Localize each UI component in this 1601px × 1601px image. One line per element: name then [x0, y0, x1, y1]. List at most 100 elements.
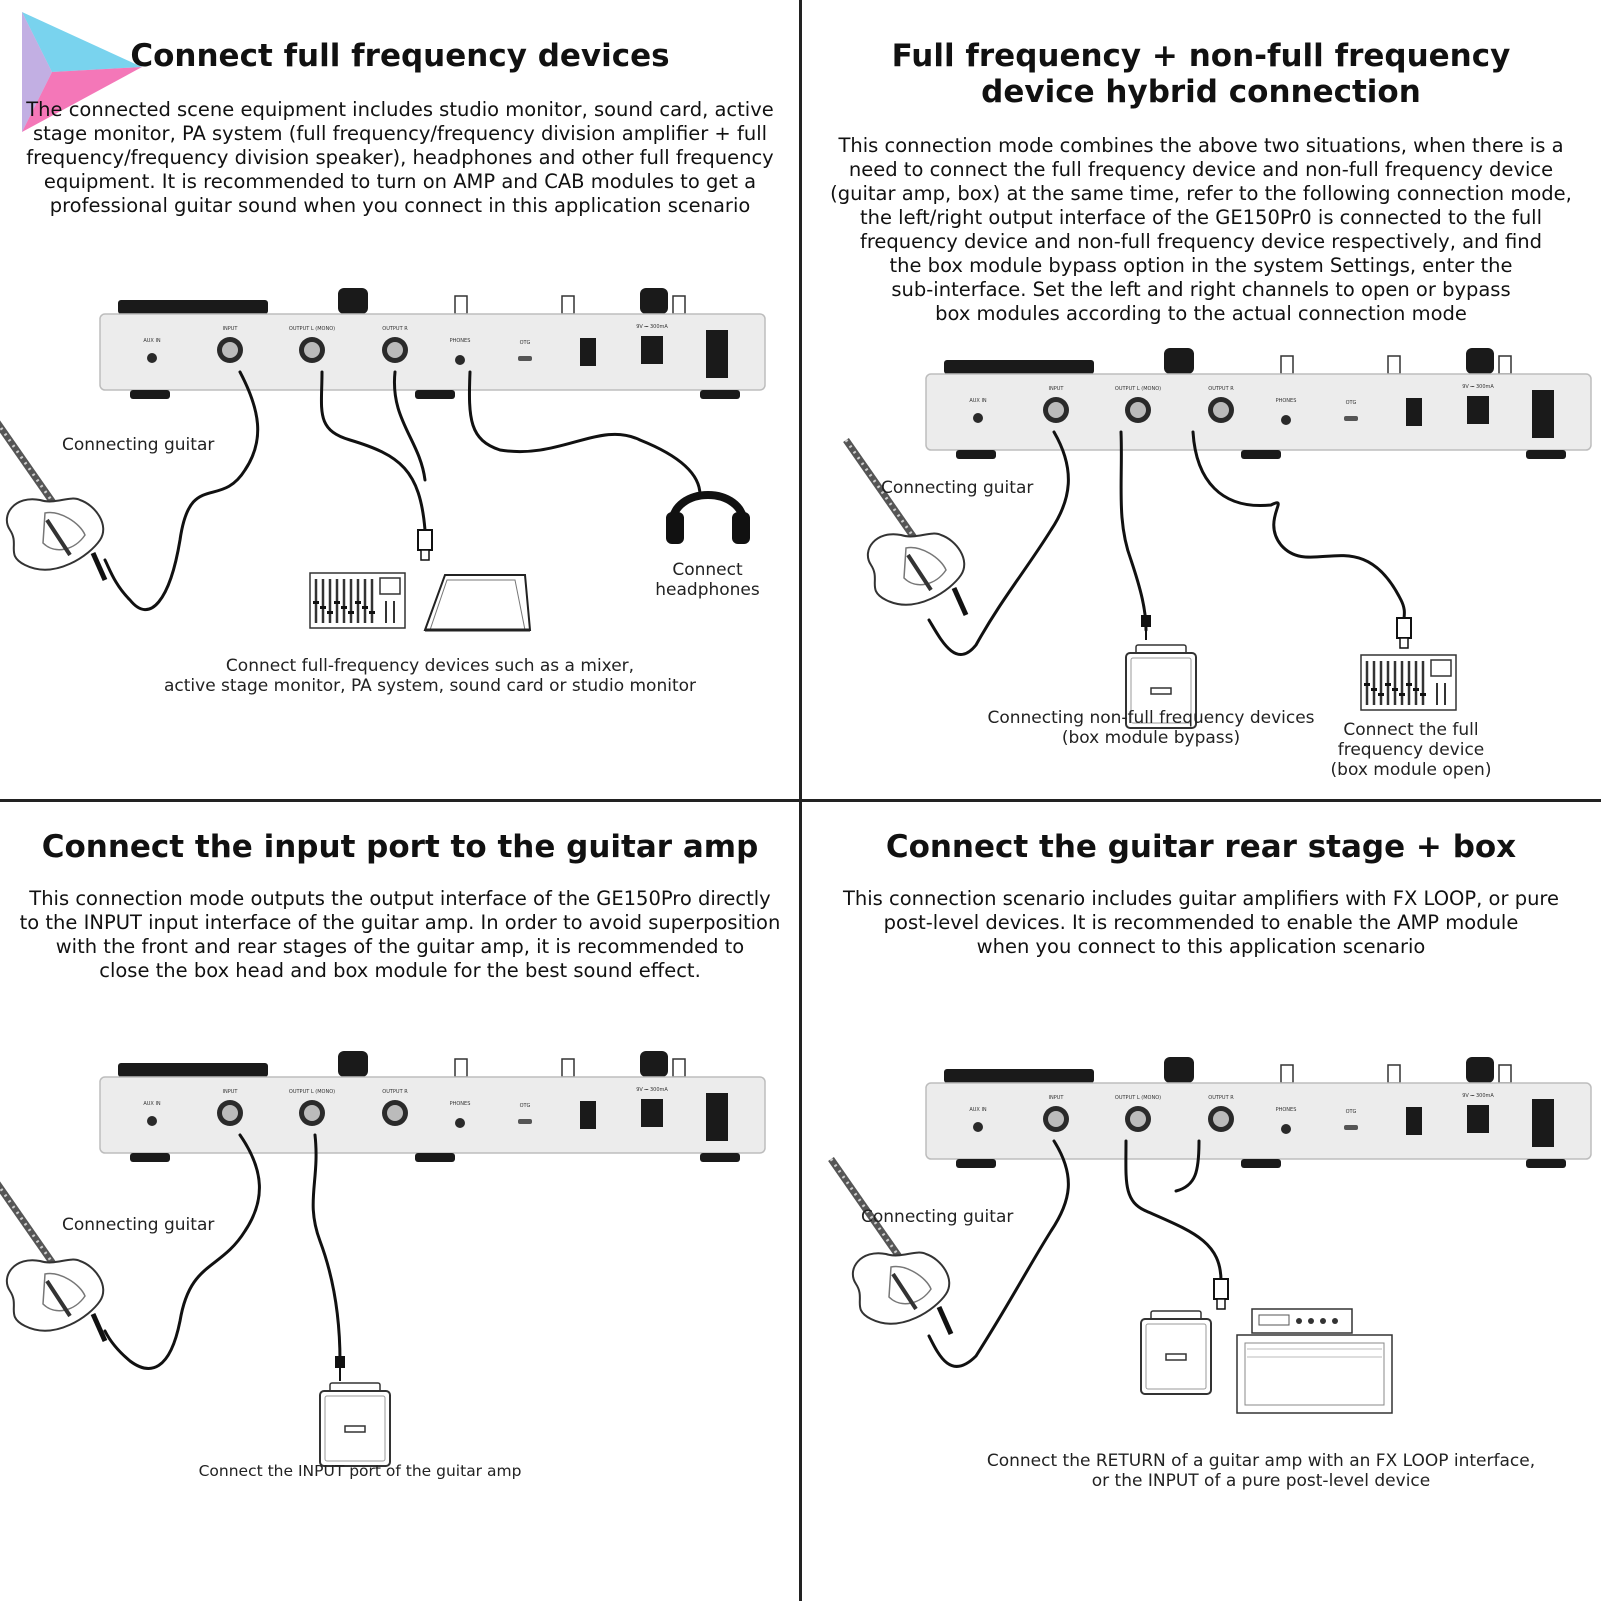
- expression-knob: [1466, 1057, 1494, 1083]
- mixer-fader: [1413, 688, 1419, 691]
- pickguard: [42, 1272, 86, 1312]
- mixer-fader: [320, 606, 326, 609]
- usb-b-port: [1532, 390, 1554, 438]
- bridge: [906, 553, 933, 592]
- toggle-switch: [1498, 355, 1512, 375]
- mixer-fader: [1385, 683, 1391, 686]
- horizontal-divider: [0, 799, 1601, 802]
- aux-in-port-label: AUX IN: [143, 1101, 161, 1107]
- caption-non-full-frequency: Connecting non-full frequency devices (b…: [987, 708, 1315, 748]
- power-switch: [1406, 398, 1422, 426]
- jack-plug-icon: [335, 1356, 345, 1381]
- mixer-icon: [309, 572, 406, 629]
- panel-full-frequency: Connect full frequency devices The conne…: [0, 0, 800, 800]
- cabinet-body: [1140, 1318, 1212, 1395]
- mixer-fader: [334, 601, 340, 604]
- aux-in-port: [973, 1122, 983, 1132]
- usb-b-port: [706, 330, 728, 378]
- power-jack-label: 9V ⎓ 300mA: [636, 324, 668, 330]
- toggle-switch: [1280, 355, 1294, 375]
- footswitch-edge: [118, 300, 268, 314]
- volume-knob: [1164, 1057, 1194, 1083]
- caption-fx-loop-return: Connect the RETURN of a guitar amp with …: [986, 1451, 1536, 1491]
- phones-port-label: PHONES: [1276, 1107, 1297, 1113]
- aux-in-port: [973, 413, 983, 423]
- rubber-foot: [130, 1153, 170, 1162]
- electric-guitar-icon: [828, 1156, 954, 1336]
- otg-port-label: OTG: [1346, 400, 1357, 406]
- power-jack-label: 9V ⎓ 300mA: [1462, 1093, 1494, 1099]
- output-r-port-ring: [387, 1105, 403, 1121]
- mixer-fader: [1420, 693, 1426, 696]
- rubber-foot: [1526, 450, 1566, 459]
- label-connecting-guitar: Connecting guitar: [62, 1215, 215, 1235]
- label-connecting-guitar: Connecting guitar: [62, 435, 215, 455]
- caption-full-frequency-devices: Connect full-frequency devices such as a…: [163, 656, 697, 696]
- label-connect-headphones: Connect headphones: [655, 560, 760, 600]
- panel-title: Connect full frequency devices: [130, 38, 670, 74]
- guitar-amp-cabinet-icon: [1140, 1310, 1212, 1395]
- panel-description: This connection mode combines the above …: [830, 134, 1572, 325]
- mixer-fader: [348, 611, 354, 614]
- rubber-foot: [956, 450, 996, 459]
- aux-in-port: [147, 1116, 157, 1126]
- otg-port: [518, 356, 532, 361]
- caption-full-frequency: Connect the full frequency device (box m…: [1330, 720, 1492, 780]
- output-r-port-label: OUTPUT R: [1208, 386, 1234, 392]
- guitar-cable: [927, 1139, 1070, 1368]
- phones-port-label: PHONES: [450, 1101, 471, 1107]
- mixer-fader: [1392, 688, 1398, 691]
- output-r-port-label: OUTPUT R: [382, 1089, 408, 1095]
- mixer-fader: [1399, 693, 1405, 696]
- stage-monitor-icon: [423, 574, 532, 632]
- xlr-plug-icon: [1396, 617, 1412, 649]
- toggle-switch: [561, 295, 575, 315]
- output-r-port-ring: [1213, 402, 1229, 418]
- expression-knob: [640, 288, 668, 314]
- rubber-foot: [956, 1159, 996, 1168]
- rubber-foot: [1526, 1159, 1566, 1168]
- mixer-fader: [313, 601, 319, 604]
- cabinet-body: [1125, 652, 1197, 729]
- output-l-port-ring: [304, 1105, 320, 1121]
- aux-in-port: [147, 353, 157, 363]
- expression-knob: [1466, 348, 1494, 374]
- label-connecting-guitar: Connecting guitar: [881, 478, 1034, 498]
- mixer-cable: [319, 370, 427, 532]
- input-port-ring: [222, 342, 238, 358]
- cabinet-logo: [1165, 1353, 1187, 1361]
- phones-port-label: PHONES: [450, 338, 471, 344]
- toggle-switch: [672, 295, 686, 315]
- toggle-switch: [1280, 1064, 1294, 1084]
- output-l-port-ring: [304, 342, 320, 358]
- rubber-foot: [415, 1153, 455, 1162]
- guitar-amp-cabinet-icon: [319, 1382, 391, 1467]
- mixer-icon: [1360, 654, 1457, 711]
- aux-in-port-label: AUX IN: [969, 1107, 987, 1113]
- guitar-frets: [844, 439, 926, 553]
- pickguard: [888, 1265, 932, 1305]
- cabinet-logo: [1150, 687, 1172, 695]
- mixer-fader: [1406, 683, 1412, 686]
- panel-description: This connection mode outputs the output …: [19, 887, 781, 982]
- mixer-fader: [327, 611, 333, 614]
- panel-hybrid-connection: Full frequency + non-full frequency devi…: [801, 0, 1601, 800]
- input-port-label: INPUT: [1049, 1095, 1065, 1101]
- cabinet-grille: [324, 1395, 386, 1462]
- output-r-port-label: OUTPUT R: [1208, 1095, 1234, 1101]
- otg-port-label: OTG: [520, 340, 531, 346]
- guitar-amp-cabinet-icon: [1125, 644, 1197, 729]
- guitar-cable: [927, 430, 1070, 656]
- usb-b-port: [706, 1093, 728, 1141]
- cabinet-body: [319, 1390, 391, 1467]
- return-cable: [1124, 1139, 1223, 1283]
- electric-guitar-icon: [843, 437, 969, 617]
- output-r-port-ring: [387, 342, 403, 358]
- guitar-jack: [90, 551, 108, 582]
- power-switch: [1406, 1107, 1422, 1135]
- output-l-port-ring: [1130, 402, 1146, 418]
- otg-port: [1344, 1125, 1358, 1130]
- bridge: [45, 518, 72, 557]
